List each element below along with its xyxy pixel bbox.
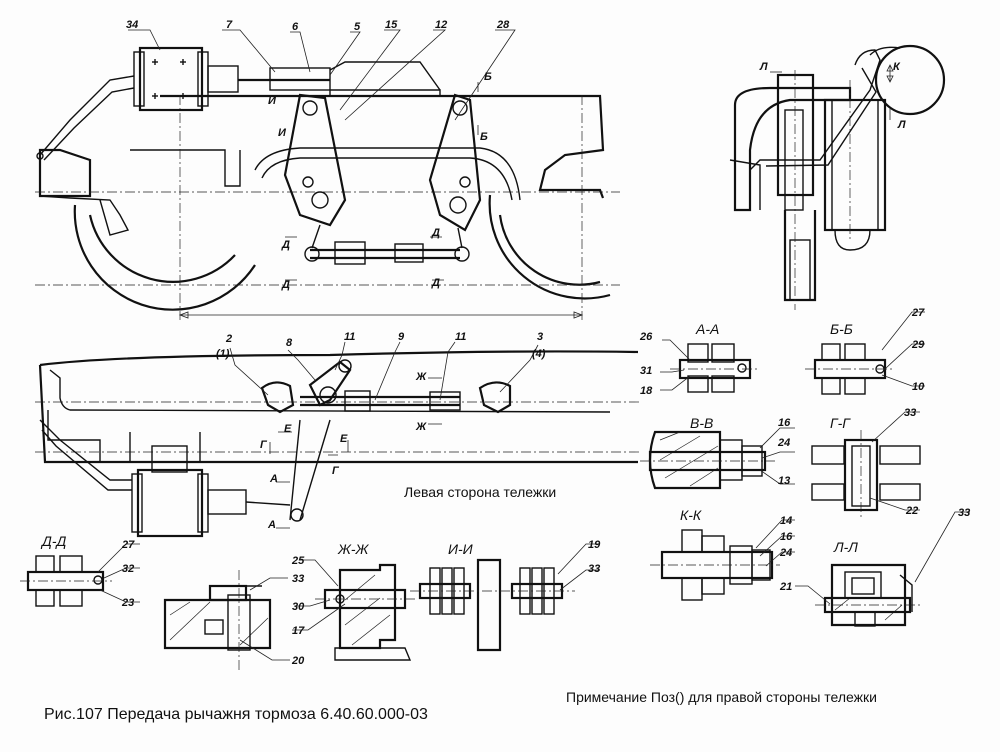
callout-21: 21 xyxy=(779,581,792,593)
callout-34: 34 xyxy=(126,19,138,31)
cut-mark-i-bottom: И xyxy=(278,127,287,139)
callout-28: 28 xyxy=(496,19,510,31)
cut-mark-l-1: Л xyxy=(759,61,768,73)
cut-mark-d-4: Д xyxy=(431,277,440,289)
callout-3-right: (4) xyxy=(532,348,546,360)
callout-33-d: 33 xyxy=(588,563,600,575)
section-title-a-a: А-А xyxy=(695,321,719,337)
cut-mark-l-2: Л xyxy=(897,119,906,131)
cut-mark-d-2: Д xyxy=(281,279,290,291)
callout-16-a: 16 xyxy=(778,417,791,429)
callout-12: 12 xyxy=(435,19,447,31)
note-text: Примечание Поз() для правой стороны теле… xyxy=(566,689,877,705)
callout-14: 14 xyxy=(780,515,792,527)
callout-3: 3 xyxy=(537,331,543,343)
section-titles: А-А Б-Б В-В Г-Г Д-Д Ж-Ж И-И К-К Л-Л xyxy=(40,321,858,557)
callout-2-right: (1) xyxy=(216,348,230,360)
section-b-b xyxy=(805,311,925,395)
cut-mark-i-top: И xyxy=(268,95,277,107)
section-title-v-v: В-В xyxy=(690,415,713,431)
section-v-v xyxy=(640,427,795,490)
cut-mark-zh-2: Ж xyxy=(415,421,427,433)
section-a-a xyxy=(660,339,760,393)
figure-caption: Рис.107 Передача рычажня тормоза 6.40.60… xyxy=(44,706,428,723)
callout-23: 23 xyxy=(121,597,134,609)
section-title-d-d: Д-Д xyxy=(40,533,67,549)
section-title-l-l: Л-Л xyxy=(833,539,858,555)
cut-mark-a-1: А xyxy=(269,473,278,485)
cut-mark-b-bottom: Б xyxy=(480,131,488,143)
callout-13: 13 xyxy=(778,475,790,487)
section-title-b-b: Б-Б xyxy=(830,321,853,337)
cut-mark-zh-1: Ж xyxy=(415,371,427,383)
callout-31: 31 xyxy=(640,365,652,377)
bogie-side-view xyxy=(35,29,620,320)
callout-24-a: 24 xyxy=(777,437,790,449)
callout-11-b: 11 xyxy=(455,331,466,343)
cut-mark-d-1: Д xyxy=(281,239,290,251)
callout-10: 10 xyxy=(912,381,925,393)
callout-9: 9 xyxy=(398,331,405,343)
callout-33-b: 33 xyxy=(958,507,970,519)
section-title-zh-zh: Ж-Ж xyxy=(337,541,370,557)
callout-20: 20 xyxy=(291,655,305,667)
callout-26: 26 xyxy=(639,331,653,343)
callout-8: 8 xyxy=(286,337,293,349)
callout-numbers: 34 7 6 5 15 12 28 2 (1) 8 11 9 11 3 (4) … xyxy=(121,19,970,667)
bogie-end-view xyxy=(729,44,946,310)
callout-32: 32 xyxy=(122,563,134,575)
cut-mark-e-2: Е xyxy=(340,433,348,445)
cut-mark-a-2: А xyxy=(267,519,276,531)
section-title-k-k: К-К xyxy=(680,507,702,523)
cut-mark-e-1: Е xyxy=(284,423,292,435)
section-g-g xyxy=(811,411,921,520)
cut-mark-b-top: Б xyxy=(484,71,492,83)
callout-30: 30 xyxy=(292,601,305,613)
callout-19: 19 xyxy=(588,539,601,551)
callout-16-b: 16 xyxy=(780,531,793,543)
callout-11-a: 11 xyxy=(344,331,355,343)
section-bracket-20 xyxy=(163,570,290,670)
bogie-plan-view xyxy=(35,341,640,538)
section-title-g-g: Г-Г xyxy=(830,415,851,431)
callout-6: 6 xyxy=(292,21,299,33)
callout-25: 25 xyxy=(291,555,305,567)
section-d-d xyxy=(20,543,140,607)
callout-7: 7 xyxy=(226,19,233,31)
callout-29: 29 xyxy=(911,339,925,351)
callout-18: 18 xyxy=(640,385,653,397)
callout-17: 17 xyxy=(292,625,305,637)
callout-22: 22 xyxy=(905,505,918,517)
cut-mark-g-2: Г xyxy=(332,465,340,477)
callout-27-b: 27 xyxy=(121,539,135,551)
section-k-k xyxy=(650,519,795,601)
cut-mark-k: К xyxy=(893,61,901,73)
cut-mark-g-1: Г xyxy=(260,439,268,451)
callout-27-a: 27 xyxy=(911,307,925,319)
callout-2: 2 xyxy=(225,333,232,345)
section-i-i xyxy=(410,543,600,652)
callout-33-a: 33 xyxy=(904,407,916,419)
callout-33-c: 33 xyxy=(292,573,304,585)
left-side-label: Левая сторона тележки xyxy=(404,484,556,500)
section-cut-marks: Б Б И И Д Д Д Д Ж Ж Е Е Г Г А А Л Л К xyxy=(260,61,906,531)
section-zh-zh xyxy=(292,559,415,661)
section-title-i-i: И-И xyxy=(448,541,474,557)
section-l-l xyxy=(795,511,970,627)
callout-5: 5 xyxy=(354,21,361,33)
callout-15: 15 xyxy=(385,19,398,31)
cut-mark-d-3: Д xyxy=(431,227,440,239)
callout-24-b: 24 xyxy=(779,547,792,559)
